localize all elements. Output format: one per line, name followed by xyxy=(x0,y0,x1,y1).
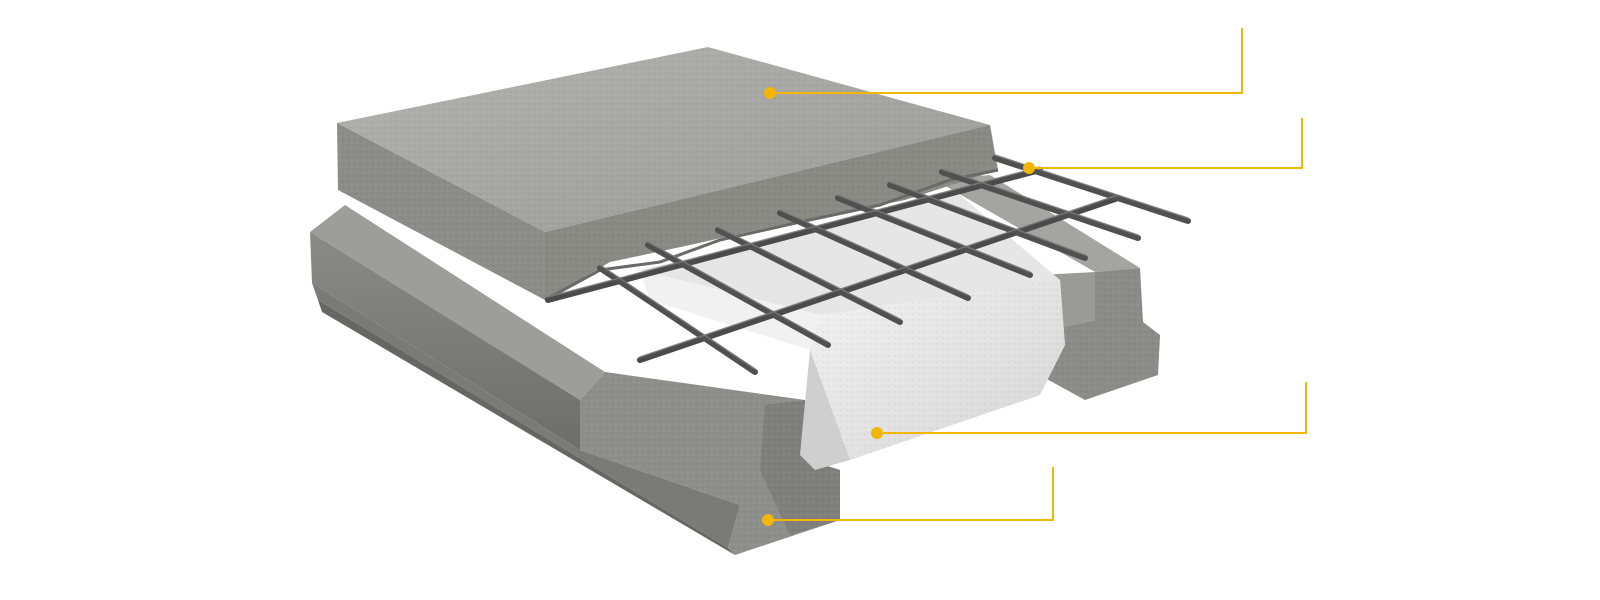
callout-line-concrete-topping xyxy=(770,28,1243,94)
rebar-long-2 xyxy=(637,195,1121,363)
rebar-long-1 xyxy=(545,167,1043,303)
rebar-trans-1 xyxy=(597,265,758,375)
callout-dot-precast-beam[interactable] xyxy=(762,514,774,526)
callout-leaders xyxy=(768,28,1307,521)
callout-dot-infill-block[interactable] xyxy=(871,427,883,439)
precast-beam-left xyxy=(310,205,840,555)
rebar-trans-3 xyxy=(715,227,903,325)
rebar-trans-6 xyxy=(887,182,1088,261)
callout-line-infill-block xyxy=(877,382,1307,434)
rebar-trans-5 xyxy=(835,195,1033,278)
callout-dots xyxy=(762,87,1035,526)
callout-line-precast-beam xyxy=(768,467,1054,521)
callout-dot-concrete-topping[interactable] xyxy=(764,87,776,99)
callout-dot-reinforcement-mesh[interactable] xyxy=(1023,162,1035,174)
infill-block xyxy=(640,195,1065,470)
callout-line-reinforcement-mesh xyxy=(1029,118,1303,169)
rebar-trans-7 xyxy=(939,169,1141,241)
rebar-trans-2 xyxy=(645,242,831,348)
reinforcement-mesh xyxy=(545,154,1191,375)
